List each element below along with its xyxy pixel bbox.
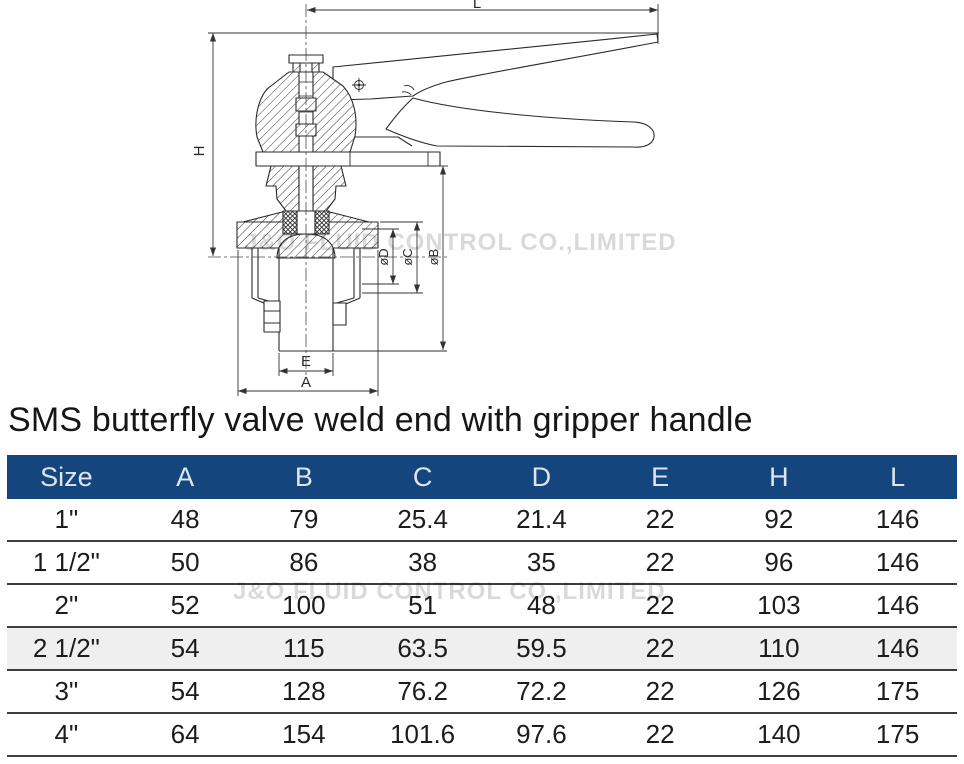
table-header-row: Size A B C D E H L <box>7 455 957 499</box>
col-header-h: H <box>719 455 839 499</box>
table-cell: 126 <box>719 670 839 714</box>
table-cell: 115 <box>244 627 364 671</box>
table-row: 4" 64 154 101.6 97.6 22 140 175 <box>7 713 957 757</box>
table-cell: 25.4 <box>363 499 482 542</box>
page-title: SMS butterfly valve weld end with grippe… <box>8 401 753 439</box>
table-cell: 48 <box>482 584 601 628</box>
table-row: 1" 48 79 25.4 21.4 22 92 146 <box>7 499 957 542</box>
table-cell: 96 <box>719 541 839 585</box>
table-cell: 35 <box>482 541 601 585</box>
col-header-d: D <box>482 455 601 499</box>
col-header-size: Size <box>7 455 126 499</box>
table-cell: 154 <box>244 713 364 757</box>
table-cell: 175 <box>838 670 957 714</box>
table-cell: 22 <box>600 713 720 757</box>
table-cell: 63.5 <box>363 627 482 671</box>
col-header-l: L <box>838 455 957 499</box>
table-cell: 146 <box>838 584 957 628</box>
table-cell: 1 1/2" <box>7 541 126 585</box>
table-cell: 59.5 <box>482 627 601 671</box>
table-cell: 54 <box>125 627 245 671</box>
table-cell: 128 <box>244 670 364 714</box>
table-cell: 22 <box>600 584 720 628</box>
table-cell: 79 <box>244 499 364 542</box>
dim-label-L: L <box>473 0 481 12</box>
dimension-table: Size A B C D E H L 1" 48 79 25.4 21.4 22… <box>7 455 957 757</box>
table-row: 3" 54 128 76.2 72.2 22 126 175 <box>7 670 957 714</box>
table-row: 2" 52 100 51 48 22 103 146 <box>7 584 957 628</box>
table-cell: 22 <box>600 499 720 542</box>
table-cell: 22 <box>600 627 720 671</box>
table-cell: 76.2 <box>363 670 482 714</box>
table-cell: 3" <box>7 670 126 714</box>
table-cell: 48 <box>125 499 245 542</box>
table-cell: 1" <box>7 499 126 542</box>
col-header-c: C <box>363 455 482 499</box>
col-header-e: E <box>600 455 720 499</box>
table-cell: 2" <box>7 584 126 628</box>
center-mark-icon <box>352 78 366 92</box>
table-cell: 146 <box>838 627 957 671</box>
dim-label-H: H <box>191 146 208 157</box>
table-cell: 64 <box>125 713 245 757</box>
col-header-a: A <box>125 455 245 499</box>
table-row: 1 1/2" 50 86 38 35 22 96 146 <box>7 541 957 585</box>
table-cell: 50 <box>125 541 245 585</box>
table-cell: 175 <box>838 713 957 757</box>
dimension-table-wrap: Size A B C D E H L 1" 48 79 25.4 21.4 22… <box>7 455 957 757</box>
table-cell: 86 <box>244 541 364 585</box>
table-cell: 52 <box>125 584 245 628</box>
table-cell: 140 <box>719 713 839 757</box>
table-cell: 51 <box>363 584 482 628</box>
table-cell: 146 <box>838 499 957 542</box>
table-cell: 21.4 <box>482 499 601 542</box>
table-cell: 92 <box>719 499 839 542</box>
table-header: Size A B C D E H L <box>7 455 957 499</box>
valve-body <box>236 165 447 352</box>
table-row: 2 1/2" 54 115 63.5 59.5 22 110 146 <box>7 627 957 671</box>
table-cell: 2 1/2" <box>7 627 126 671</box>
dim-label-A: A <box>301 374 311 391</box>
dim-label-dD: øD <box>376 248 391 265</box>
table-cell: 97.6 <box>482 713 601 757</box>
dimension-annotations <box>208 4 659 396</box>
centerlines <box>208 4 450 378</box>
table-cell: 101.6 <box>363 713 482 757</box>
table-cell: 4" <box>7 713 126 757</box>
table-body: 1" 48 79 25.4 21.4 22 92 146 1 1/2" 50 8… <box>7 499 957 757</box>
table-cell: 22 <box>600 670 720 714</box>
table-cell: 103 <box>719 584 839 628</box>
table-cell: 72.2 <box>482 670 601 714</box>
table-cell: 54 <box>125 670 245 714</box>
table-cell: 100 <box>244 584 364 628</box>
technical-drawing: L H øD øC øB E A <box>191 0 659 396</box>
table-cell: 38 <box>363 541 482 585</box>
table-cell: 22 <box>600 541 720 585</box>
col-header-b: B <box>244 455 364 499</box>
valve-drawing-svg: L H øD øC øB E A <box>191 0 659 396</box>
table-cell: 110 <box>719 627 839 671</box>
gripper-handle <box>332 33 659 148</box>
table-cell: 146 <box>838 541 957 585</box>
